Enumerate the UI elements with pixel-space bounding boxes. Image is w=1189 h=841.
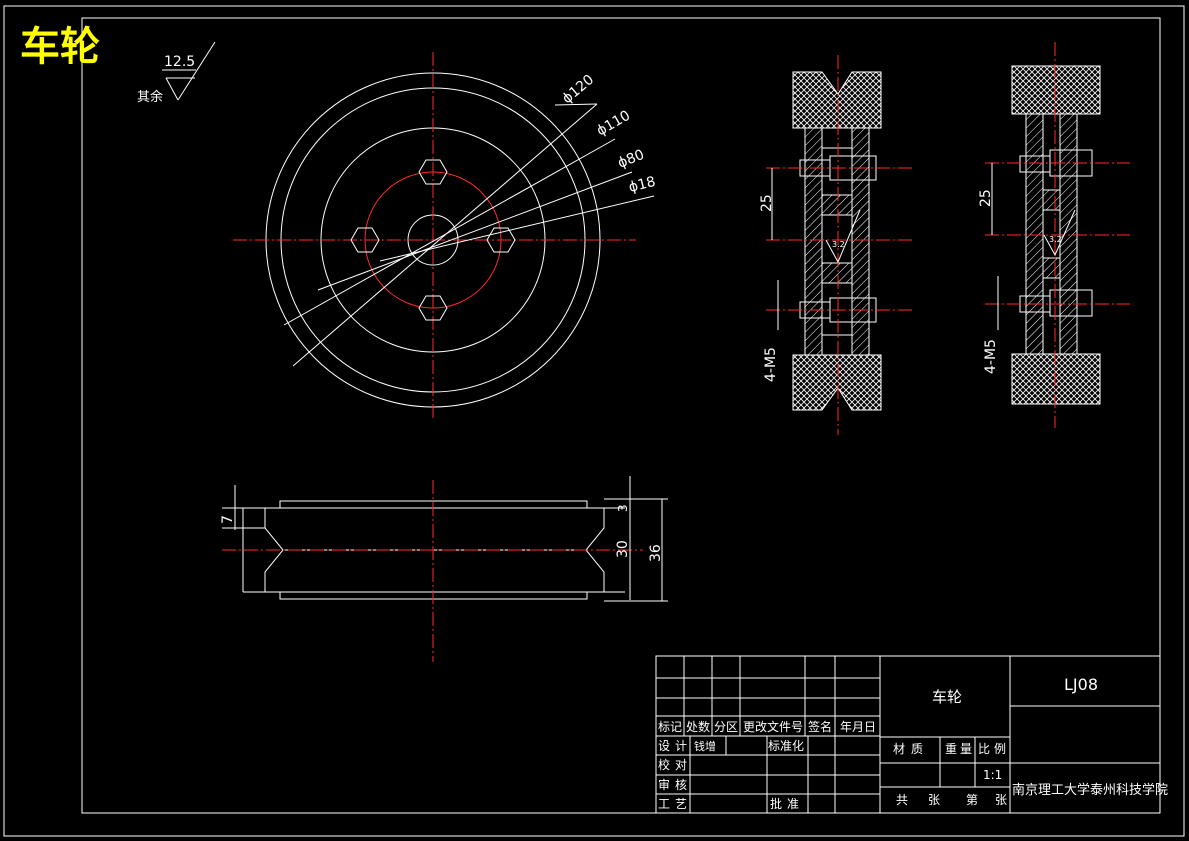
row-standardization: 标准化 [768, 739, 804, 753]
section-left-thread: 4-M5 [763, 347, 779, 382]
header-change-doc: 更改文件号 [743, 719, 803, 734]
section-right-thread: 4-M5 [983, 339, 999, 374]
header-mark: 标记 [658, 720, 682, 734]
section-right-dim-25: 25 [978, 189, 994, 207]
roughness-value: 12.5 [164, 54, 195, 70]
section-right-rough: 3.2 [1049, 235, 1062, 244]
row-check: 校对 [658, 757, 692, 772]
row-process: 工艺 [658, 797, 692, 811]
label-total: 共 [896, 793, 908, 807]
label-sheets: 张 [928, 793, 940, 807]
header-count: 处数 [686, 719, 710, 734]
label-weight: 重量 [945, 742, 975, 756]
section-left-dim-25: 25 [759, 194, 775, 212]
header-date: 年月日 [840, 720, 876, 734]
dim-7: 7 [220, 515, 236, 524]
dim-phi80: ϕ80 [616, 147, 647, 172]
section-view-right [985, 42, 1130, 428]
label-material: 材质 [893, 742, 929, 756]
section-view-left [766, 55, 915, 435]
label-page-sheet: 张 [995, 793, 1007, 807]
institution-name: 南京理工大学泰州科技学院 [1012, 782, 1168, 798]
part-name: 车轮 [932, 688, 962, 706]
outer-border [3, 5, 1185, 837]
drawing-number: LJ08 [1064, 675, 1098, 694]
row-approve: 批准 [770, 796, 804, 811]
dim-3: 3 [616, 504, 630, 512]
row-review: 审核 [658, 777, 692, 792]
section-left-rough: 3.2 [832, 240, 845, 249]
dim-phi18: ϕ18 [627, 174, 657, 196]
dim-36: 36 [648, 544, 664, 562]
front-view [233, 52, 655, 420]
roughness-label: 其余 [137, 89, 163, 105]
dim-phi120: ϕ120 [559, 72, 597, 107]
dim-phi110: ϕ110 [594, 108, 633, 140]
inner-border [81, 17, 1161, 814]
title-block [655, 655, 1161, 814]
dim-30: 30 [615, 540, 631, 558]
drawing-title: 车轮 [20, 24, 100, 70]
row-design-name: 钱增 [694, 739, 716, 753]
label-page: 第 [966, 793, 978, 807]
header-signature: 签名 [808, 719, 832, 734]
roughness-symbol [162, 41, 216, 101]
row-design: 设计 [658, 739, 692, 753]
header-zone: 分区 [714, 720, 738, 734]
label-scale: 比例 [978, 742, 1010, 756]
scale-value: 1:1 [983, 768, 1002, 782]
side-view [222, 476, 668, 662]
